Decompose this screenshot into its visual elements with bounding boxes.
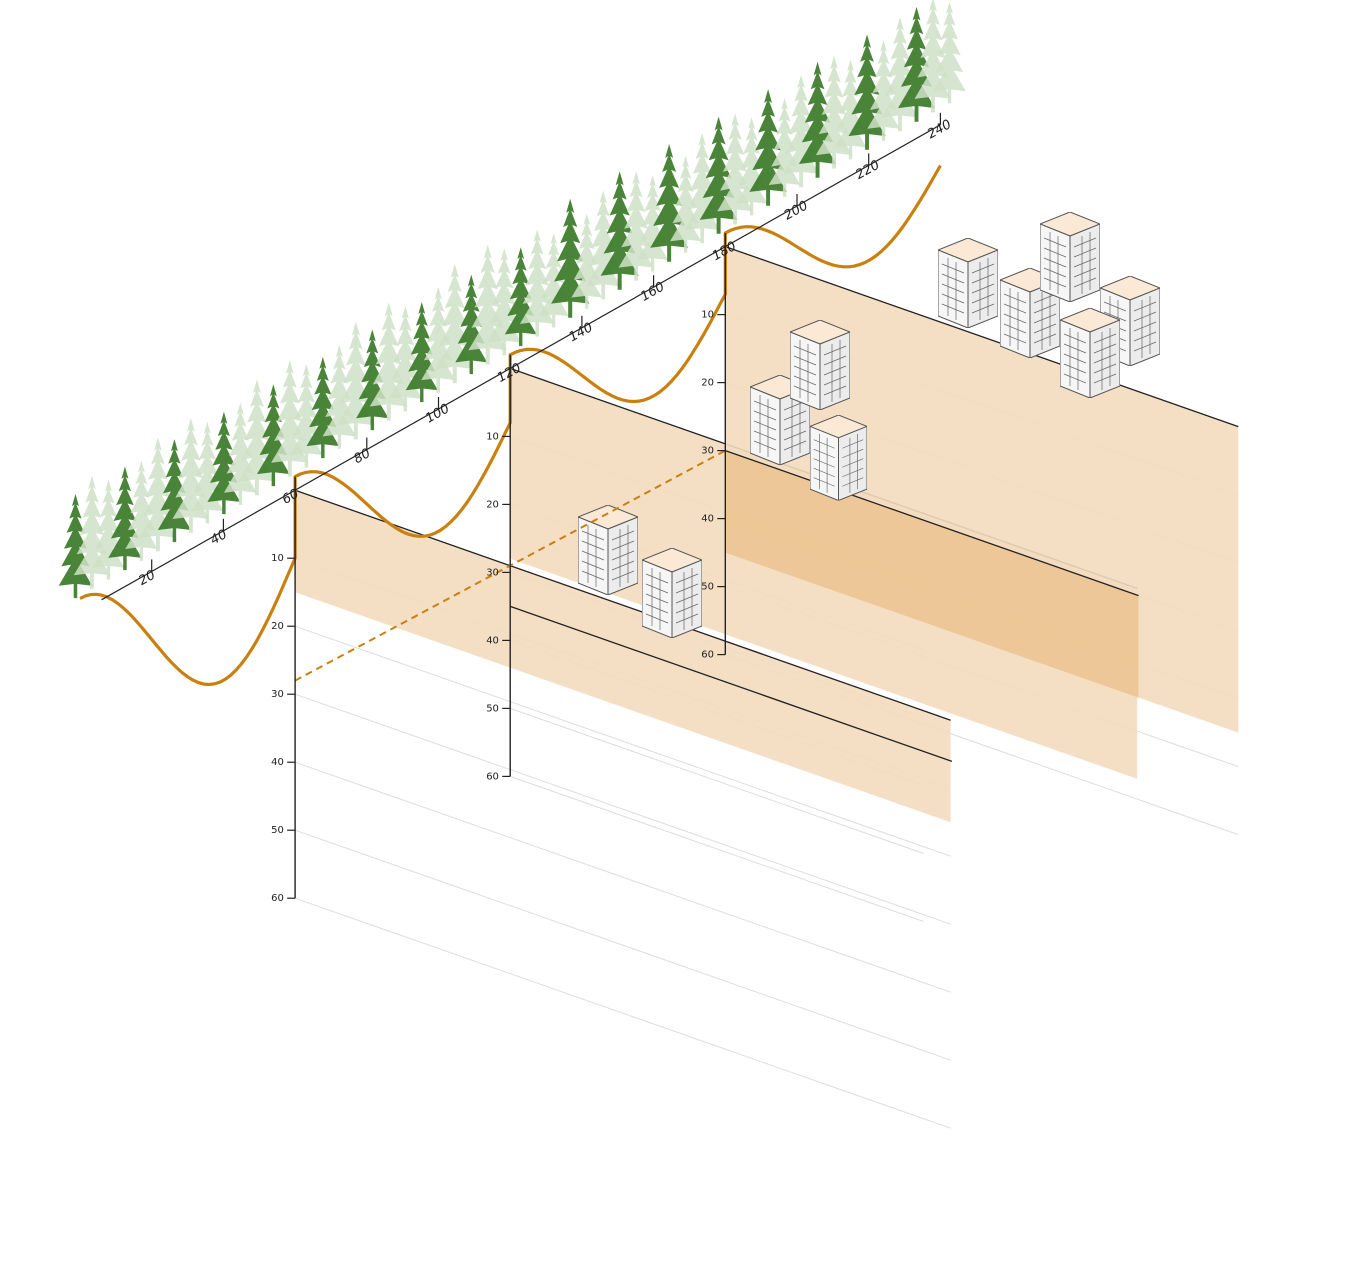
grid-line: [294, 897, 951, 1129]
cross-sections: [294, 245, 1239, 823]
distance-tick-label: 20: [136, 568, 158, 589]
section-overlap: [725, 450, 1139, 698]
apartment-building-icon: [1040, 212, 1100, 302]
depth-tick-label: 20: [271, 621, 284, 632]
depth-tick-label: 40: [486, 635, 499, 646]
section-top-edge: [294, 489, 951, 721]
depth-tick-label: 60: [701, 650, 714, 661]
apartment-building-icon: [810, 415, 867, 501]
distance-tick-label: 200: [782, 198, 811, 223]
grid-line: [294, 829, 951, 1061]
depth-tick-label: 60: [271, 893, 284, 904]
depth-tick-label: 30: [701, 446, 714, 457]
depth-tick-label: 10: [701, 310, 714, 321]
grid-line: [510, 775, 924, 922]
section-mid-edge: [509, 605, 953, 763]
depth-tick-label: 20: [486, 499, 499, 510]
grid-line: [294, 761, 951, 993]
apartment-building-icon: [642, 548, 702, 638]
distance-axis: [101, 124, 941, 601]
distance-tick-label: 100: [423, 401, 452, 426]
section-top-edge: [725, 245, 1239, 428]
depth-tick-label: 40: [701, 514, 714, 525]
depth-tick-label: 10: [271, 553, 284, 564]
grid-line: [294, 693, 951, 925]
distance-tick-label: 40: [208, 527, 230, 548]
apartment-building-icon: [938, 238, 998, 328]
distance-tick-label: 140: [567, 320, 596, 345]
apartment-building-icon: [578, 505, 638, 595]
apartment-building-icon: [1060, 308, 1120, 398]
section-plane: [295, 490, 951, 823]
grid-line: [510, 707, 924, 854]
depth-tick-label: 50: [271, 825, 284, 836]
depth-tick-label: 10: [486, 431, 499, 442]
depth-tick-label: 50: [701, 582, 714, 593]
section-mid-edge: [725, 449, 1139, 597]
distance-tick-label: 160: [638, 280, 667, 305]
depth-tick-label: 40: [271, 757, 284, 768]
grid-line: [294, 625, 951, 857]
depth-tick-label: 20: [701, 378, 714, 389]
apartment-building-icon: [790, 320, 850, 410]
depth-tick-label: 30: [271, 689, 284, 700]
depth-tick-label: 60: [486, 771, 499, 782]
distance-tick-label: 80: [351, 446, 373, 467]
depth-tick-label: 50: [486, 703, 499, 714]
distance-tick-label: 240: [925, 117, 954, 142]
distance-tick-label: 220: [853, 158, 882, 183]
depth-tick-label: 30: [486, 567, 499, 578]
distance-tick-label: 60: [280, 487, 302, 508]
